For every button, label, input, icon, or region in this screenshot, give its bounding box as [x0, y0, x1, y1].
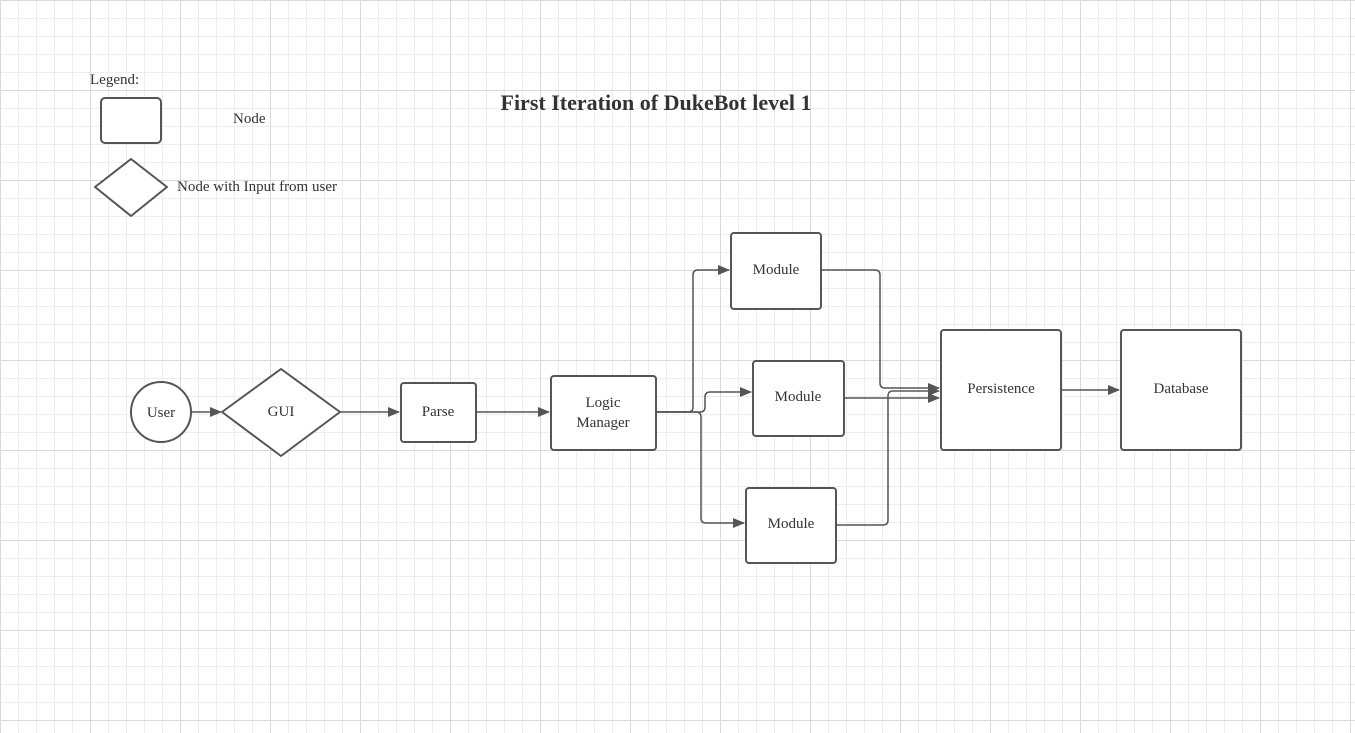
node-database-label: Database [1154, 381, 1209, 397]
node-persistence-shape [940, 329, 1062, 451]
node-database-shape [1120, 329, 1242, 451]
node-logic-manager-label-line1: Logic [586, 395, 621, 411]
node-user: User [130, 381, 192, 443]
node-module-bottom-label: Module [768, 516, 815, 532]
node-persistence-label: Persistence [967, 381, 1035, 397]
node-logic-manager: Logic Manager [550, 375, 657, 451]
node-database: Database [1120, 329, 1242, 451]
legend-node-label: Node [233, 111, 266, 127]
node-logic-manager-shape [550, 375, 657, 451]
node-module-top: Module [730, 232, 822, 310]
node-module-top-shape [730, 232, 822, 310]
node-persistence: Persistence [940, 329, 1062, 451]
edge-module-top-persistence [821, 269, 940, 393]
node-gui-shape [221, 368, 341, 457]
legend-node-shape [100, 97, 162, 144]
edges [191, 265, 1120, 528]
node-gui: GUI [221, 368, 341, 457]
node-module-middle-shape [752, 360, 845, 437]
node-module-bottom: Module [745, 487, 837, 564]
node-module-top-label: Module [753, 262, 800, 278]
legend-input-node-shape [94, 158, 168, 217]
node-parse-label: Parse [422, 404, 455, 420]
node-module-middle: Module [752, 360, 845, 437]
node-user-shape [130, 381, 192, 443]
node-user-label: User [147, 405, 175, 421]
legend-heading: Legend: [90, 72, 139, 88]
edge-logic-module-middle [656, 387, 752, 413]
legend-input-node-label: Node with Input from user [177, 179, 337, 195]
edge-logic-module-bottom [656, 411, 745, 528]
edge-logic-module-top [656, 265, 730, 413]
node-parse: Parse [400, 382, 477, 443]
node-logic-manager-label-line2: Manager [576, 415, 629, 431]
node-module-bottom-shape [745, 487, 837, 564]
legend: Legend: Node Node with Input from user [90, 72, 337, 217]
node-gui-label: GUI [268, 404, 295, 420]
node-module-middle-label: Module [775, 389, 822, 405]
edge-module-bottom-persistence [836, 386, 940, 526]
diagram-title: First Iteration of DukeBot level 1 [501, 90, 812, 115]
node-parse-shape [400, 382, 477, 443]
